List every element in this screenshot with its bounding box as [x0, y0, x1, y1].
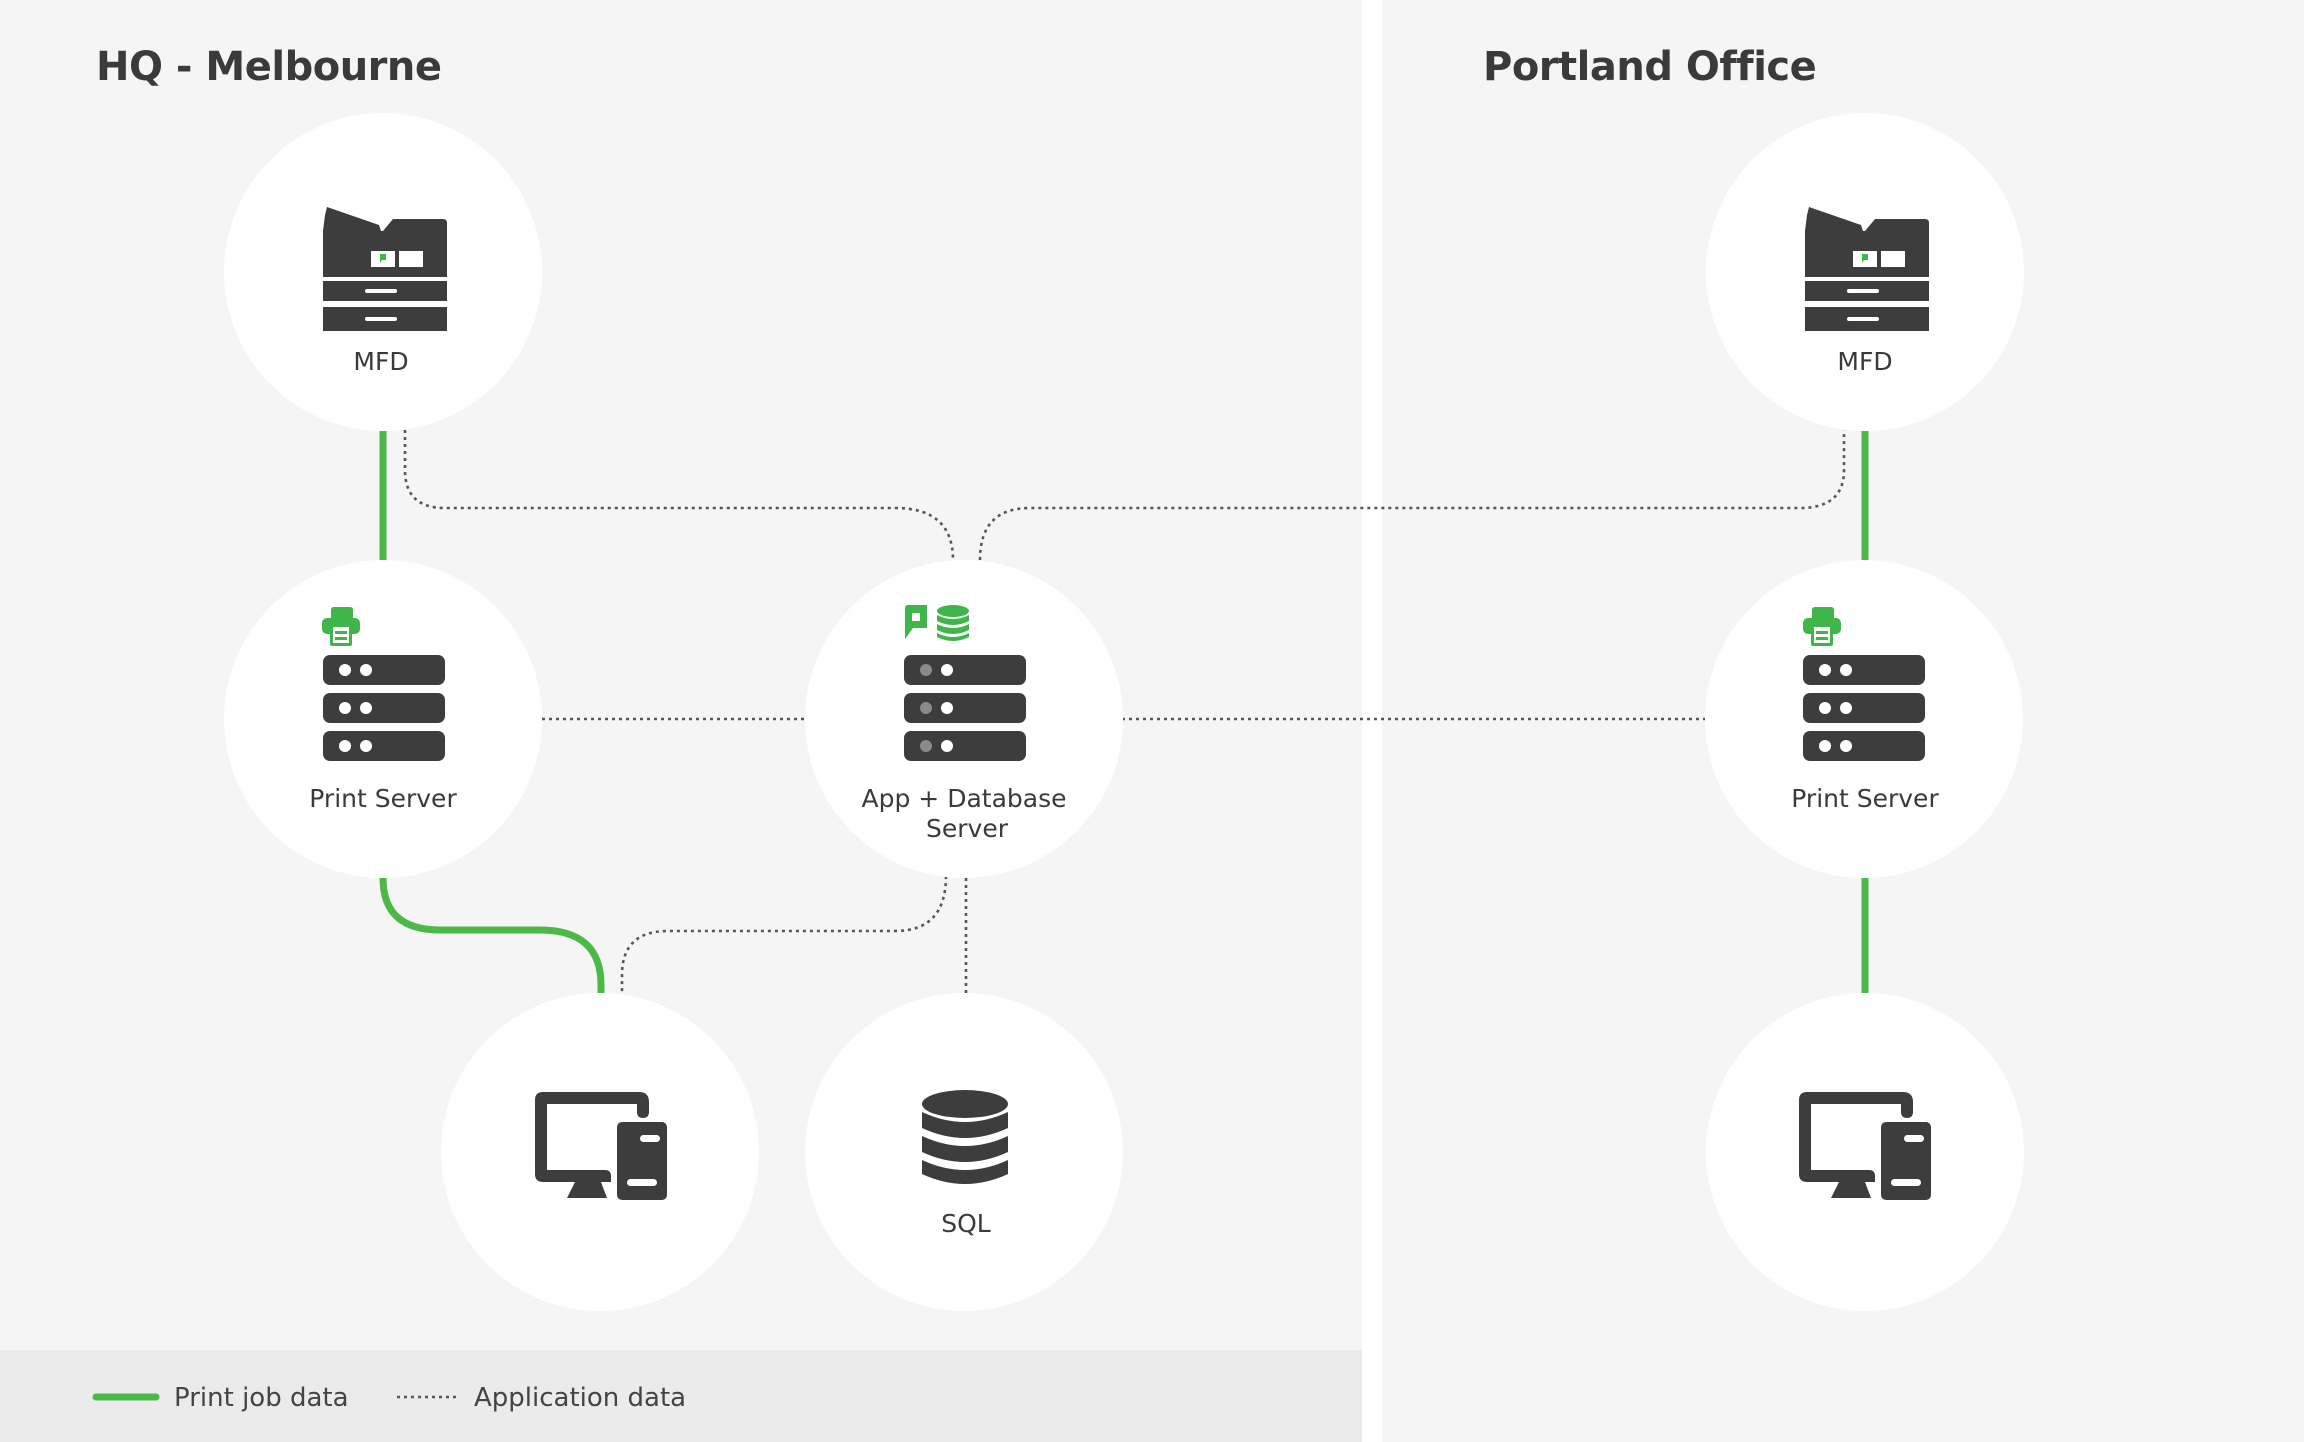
node-portland-client[interactable]	[1706, 993, 2024, 1311]
server-rack-icon	[904, 655, 1026, 761]
legend-print-job-label: Print job data	[174, 1383, 349, 1413]
node-hq-client[interactable]	[441, 993, 759, 1311]
node-label: Print Server	[1791, 784, 1939, 813]
server-rack-icon	[1803, 655, 1925, 761]
legend-application-label: Application data	[474, 1383, 686, 1413]
node-portland-mfd[interactable]: MFD	[1706, 113, 2024, 431]
legend: Print job data Application data	[92, 1383, 686, 1413]
papercut-logo-icon	[905, 605, 927, 639]
node-label-line2: Server	[926, 814, 1009, 843]
region-title-portland: Portland Office	[1483, 44, 1816, 90]
node-sql[interactable]: SQL	[805, 993, 1123, 1311]
database-icon	[937, 605, 969, 641]
node-app-database-server[interactable]: App + Database Server	[805, 560, 1123, 878]
region-title-hq: HQ - Melbourne	[96, 44, 442, 90]
node-portland-print-server[interactable]: Print Server	[1705, 560, 2023, 878]
connection-hq-mfd-to-app-server	[403, 430, 955, 561]
node-hq-print-server[interactable]: Print Server	[224, 560, 542, 878]
server-rack-icon	[323, 655, 445, 761]
node-label: MFD	[1837, 347, 1892, 376]
legend-bar	[0, 1350, 1362, 1442]
connection-app-server-to-portland-mfd	[978, 430, 1846, 561]
node-label: Print Server	[309, 784, 457, 813]
node-label: MFD	[353, 347, 408, 376]
node-hq-mfd[interactable]: MFD	[224, 113, 542, 431]
node-label-line1: App + Database	[862, 784, 1067, 813]
connection-hq-print-server-to-hq-client	[379, 877, 605, 993]
node-label: SQL	[941, 1209, 991, 1238]
